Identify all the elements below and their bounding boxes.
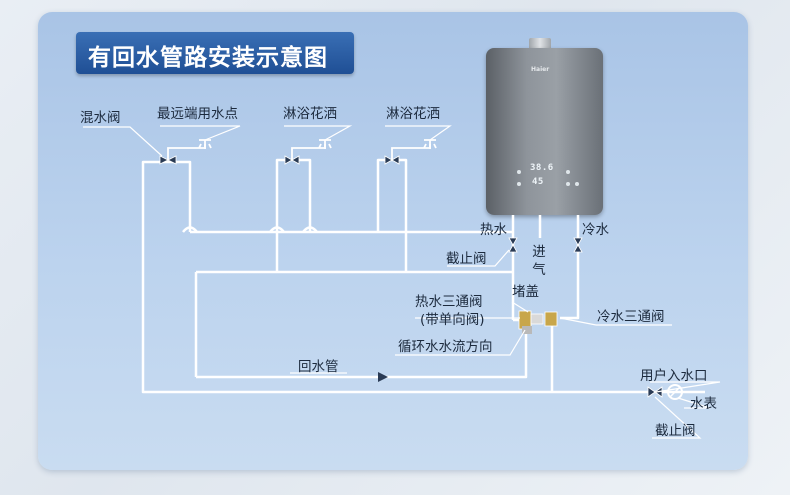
tee-valve-cluster	[518, 310, 558, 334]
label-return-pipe: 回水管	[298, 359, 339, 375]
label-plug: 堵盖	[512, 284, 539, 300]
label-farthest-point: 最远端用水点	[157, 106, 238, 122]
return-arrow-icon	[378, 372, 388, 382]
label-circulation-direction: 循环水水流方向	[398, 339, 493, 355]
pipe-shower1-loop	[275, 158, 312, 232]
label-hot-tee: 热水三通阀	[415, 294, 483, 310]
heater-button-icon	[517, 182, 521, 186]
heater-display-bottom: 45	[532, 177, 544, 187]
pipe-cold-outlet	[560, 215, 580, 320]
pipe-mixing-loop	[141, 160, 192, 388]
label-stop-valve-lower: 截止阀	[655, 423, 696, 439]
label-cold-tee: 冷水三通阀	[597, 309, 665, 325]
pipe-return	[196, 328, 528, 379]
label-hot-tee-sub: (带单向阀)	[420, 312, 485, 328]
diagram-panel	[38, 12, 748, 470]
label-user-inlet: 用户入水口	[640, 368, 708, 384]
pipe-main-inlet	[141, 388, 705, 394]
label-cold-water: 冷水	[582, 222, 609, 238]
heater-display-top: 38.6	[530, 163, 554, 173]
label-gas-inlet-1: 进	[532, 244, 546, 260]
page-title: 有回水管路安装示意图	[88, 45, 328, 71]
label-mixing-valve: 混水阀	[80, 110, 121, 126]
label-gas-inlet-2: 气	[532, 262, 546, 278]
inlet-valve-icon	[647, 386, 663, 398]
stop-valve-icon	[508, 237, 518, 253]
heater-button-icon	[517, 170, 521, 174]
heater-button-icon	[566, 170, 570, 174]
water-heater	[486, 48, 603, 215]
water-meter-icon	[667, 384, 683, 400]
pipe-shower2-loop	[376, 158, 408, 232]
cold-valve-icon	[573, 237, 583, 253]
title-banner	[76, 32, 354, 74]
label-shower-2: 淋浴花洒	[386, 106, 440, 122]
heater-brand-logo: Haier	[531, 66, 550, 73]
flue-pipe	[529, 38, 551, 50]
label-stop-valve-upper: 截止阀	[446, 251, 487, 267]
heater-button-icon	[575, 182, 579, 186]
label-shower-1: 淋浴花洒	[283, 106, 337, 122]
heater-button-icon	[566, 182, 570, 186]
label-water-meter: 水表	[690, 396, 717, 412]
label-hot-water: 热水	[480, 222, 507, 238]
